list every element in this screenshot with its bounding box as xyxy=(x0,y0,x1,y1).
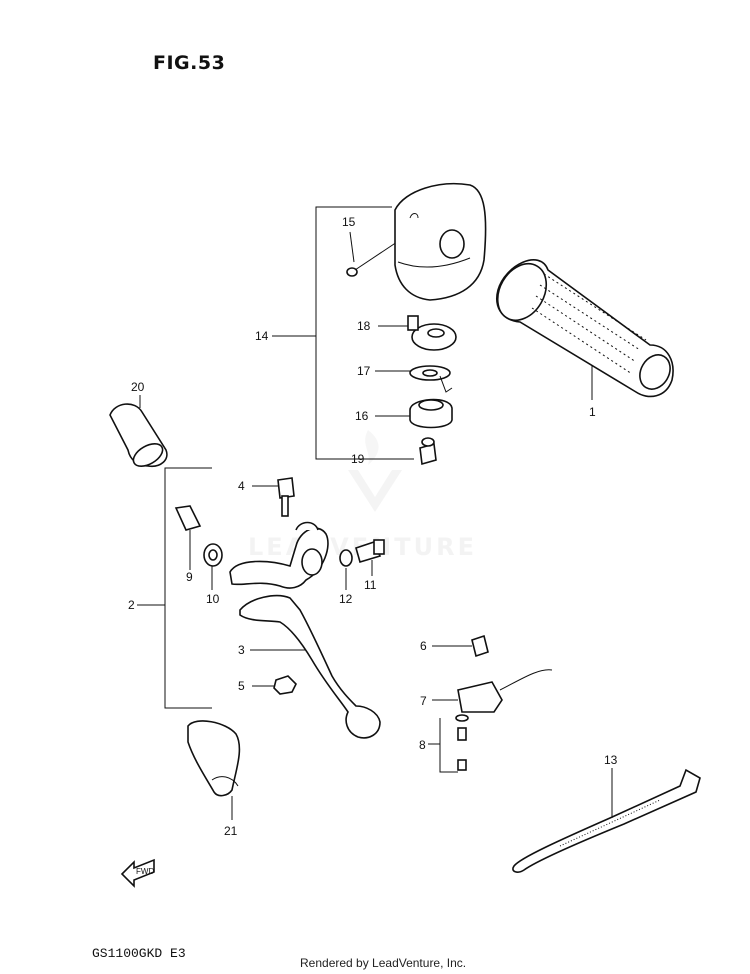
callout-18: 18 xyxy=(357,319,371,333)
fwd-arrow-icon: FWD xyxy=(120,858,155,888)
callout-21: 21 xyxy=(224,824,238,838)
callout-7: 7 xyxy=(420,694,427,708)
screw-15 xyxy=(346,231,413,277)
bolt-11 xyxy=(355,539,385,576)
nut-5 xyxy=(252,675,297,695)
footer-credit: Rendered by LeadVenture, Inc. xyxy=(300,956,467,970)
bolt-9 xyxy=(174,505,202,570)
fwd-label: FWD xyxy=(136,867,154,876)
callout-17: 17 xyxy=(357,364,371,378)
callout-4: 4 xyxy=(238,479,245,493)
callout-15: 15 xyxy=(342,215,356,229)
callout-20: 20 xyxy=(131,380,145,394)
callout-9: 9 xyxy=(186,570,193,584)
part-17-washer xyxy=(375,365,453,393)
strap-13 xyxy=(512,768,701,873)
clip-6 xyxy=(432,634,489,658)
callout-12: 12 xyxy=(339,592,353,606)
callout-14: 14 xyxy=(255,329,269,343)
callout-11: 11 xyxy=(364,578,377,592)
figure-title: FIG.53 xyxy=(153,52,226,74)
callout-13: 13 xyxy=(604,753,618,767)
screws-8 xyxy=(428,714,469,773)
callout-1: 1 xyxy=(589,405,596,419)
nut-10 xyxy=(203,543,223,590)
bracket-14 xyxy=(272,206,414,460)
part-19-nut xyxy=(419,437,437,466)
callout-2: 2 xyxy=(128,598,135,612)
switch-housing xyxy=(394,182,487,301)
cover-20 xyxy=(109,395,168,468)
bolt-4 xyxy=(252,477,295,517)
callout-16: 16 xyxy=(355,409,369,423)
model-code: GS1100GKD E3 xyxy=(92,946,186,961)
part-18-cam xyxy=(378,315,457,351)
callout-3: 3 xyxy=(238,643,245,657)
grip-1 xyxy=(496,259,674,400)
washer-12 xyxy=(339,549,353,590)
callout-19: 19 xyxy=(351,452,365,466)
lever-3 xyxy=(239,594,381,739)
part-16-spring xyxy=(375,398,453,429)
callout-labels: 1 2 3 4 5 6 7 8 9 10 11 12 13 14 15 16 1… xyxy=(128,215,618,838)
switch-7 xyxy=(432,669,553,713)
callout-6: 6 xyxy=(420,639,427,653)
bracket-2 xyxy=(137,467,212,709)
callout-8: 8 xyxy=(419,738,426,752)
cover-21 xyxy=(187,720,241,820)
callout-10: 10 xyxy=(206,592,220,606)
callout-5: 5 xyxy=(238,679,245,693)
lever-holder xyxy=(229,521,329,589)
